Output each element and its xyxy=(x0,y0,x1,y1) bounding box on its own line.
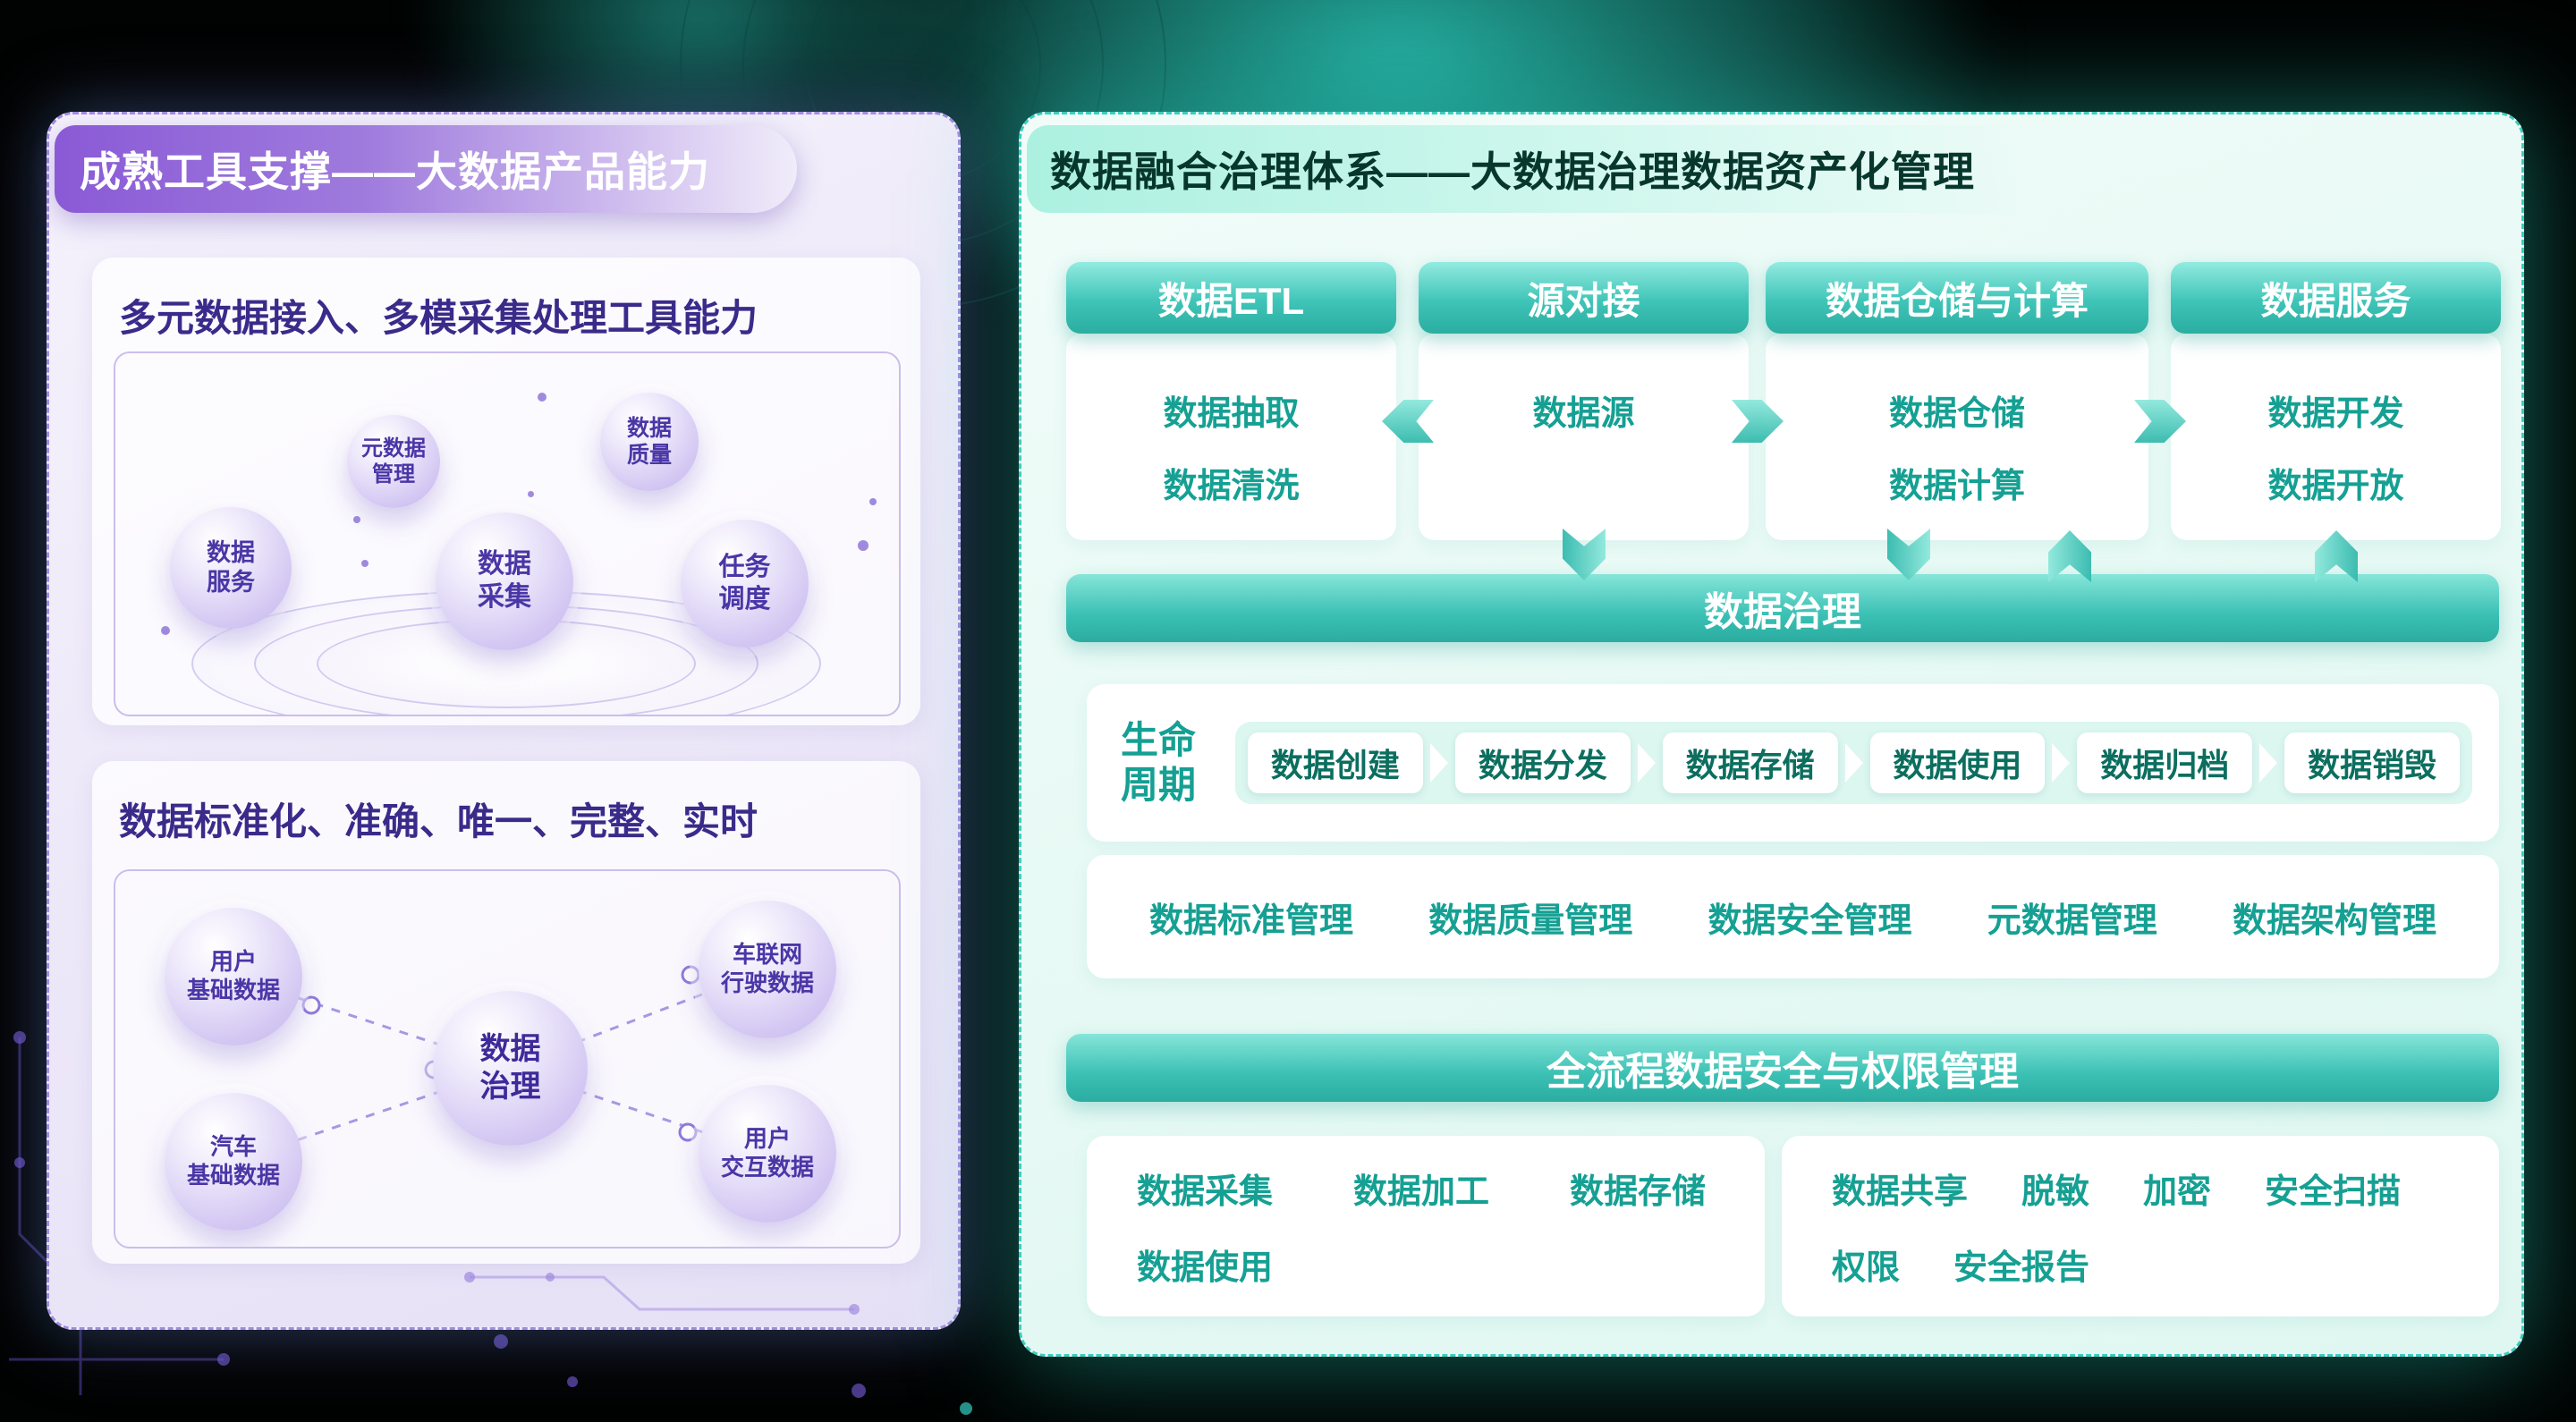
dot-decoration xyxy=(361,560,369,567)
right-panel-title: 数据融合治理体系——大数据治理数据资产化管理 xyxy=(1050,148,1975,195)
item-data-processing: 数据加工 xyxy=(1353,1173,1490,1211)
card-data-etl: 数据抽取 数据清洗 xyxy=(1066,334,1396,540)
security-permission-bar: 全流程数据安全与权限管理 xyxy=(1066,1034,2499,1102)
item-encryption: 加密 xyxy=(2143,1173,2212,1211)
chevron-right-icon xyxy=(1637,743,1656,783)
right-panel: 数据融合治理体系——大数据治理数据资产化管理 数据ETL 源对接 数据仓储与计算… xyxy=(1019,112,2524,1357)
card-source-connection: 数据源 xyxy=(1419,334,1749,540)
card-data-service: 数据开发 数据开放 xyxy=(2171,334,2501,540)
item-desensitization: 脱敏 xyxy=(2021,1173,2090,1211)
item-permissions: 权限 xyxy=(1832,1249,1901,1287)
bubble-data-governance-center: 数据 治理 xyxy=(433,991,588,1146)
lifecycle-card: 生命 周期 数据创建 数据分发 数据存储 数据使用 数据归档 数据销毁 xyxy=(1087,684,2499,842)
item-data-quality-management: 数据质量管理 xyxy=(1428,901,1633,940)
dot-decoration xyxy=(161,626,170,635)
item-data-storage: 数据存储 xyxy=(1570,1173,1707,1211)
item-metadata-management: 元数据管理 xyxy=(1987,901,2157,940)
step-data-creation: 数据创建 xyxy=(1248,732,1423,793)
item-data-compute: 数据计算 xyxy=(1888,468,2025,505)
governance-diagram-box: 用户 基础数据 车联网 行驶数据 汽车 基础数据 用户 交互数据 数据 治理 xyxy=(114,869,901,1248)
dot-decoration xyxy=(528,491,534,497)
chevron-right-icon xyxy=(2052,743,2071,783)
lifecycle-label: 生命 周期 xyxy=(1121,719,1197,806)
tools-section-card: 多元数据接入、多模采集处理工具能力 元数据 管理 数据 质量 数据 服务 数据 … xyxy=(92,258,920,725)
tools-section-title: 多元数据接入、多模采集处理工具能力 xyxy=(119,297,758,339)
step-data-distribution: 数据分发 xyxy=(1454,732,1631,793)
bottom-left-card: 数据采集 数据加工 数据存储 数据使用 xyxy=(1087,1136,1765,1316)
chevron-right-icon xyxy=(1429,743,1448,783)
connector-lines xyxy=(233,965,768,1164)
left-panel-title-badge: 成熟工具支撑——大数据产品能力 xyxy=(55,125,797,213)
bubble-vehicle-base-data: 汽车 基础数据 xyxy=(165,1093,302,1231)
left-panel: 成熟工具支撑——大数据产品能力 多元数据接入、多模采集处理工具能力 元数据 管理… xyxy=(47,112,961,1330)
bubble-metadata-management: 元数据 管理 xyxy=(347,415,440,508)
item-data-architecture-management: 数据架构管理 xyxy=(2232,901,2436,940)
bubble-user-base-data: 用户 基础数据 xyxy=(165,908,302,1045)
step-data-destruction: 数据销毁 xyxy=(2284,732,2460,793)
bottom-left-items: 数据采集 数据加工 数据存储 数据使用 xyxy=(1087,1136,1765,1316)
dot-decoration xyxy=(858,540,869,551)
item-data-source: 数据源 xyxy=(1532,395,1635,433)
bubble-task-scheduling: 任务 调度 xyxy=(681,520,809,648)
item-data-cleaning: 数据清洗 xyxy=(1163,468,1300,505)
bubble-data-quality: 数据 质量 xyxy=(600,393,699,491)
item-data-sharing: 数据共享 xyxy=(1832,1173,1969,1211)
bubble-data-collection: 数据 采集 xyxy=(436,512,573,650)
step-data-usage: 数据使用 xyxy=(1869,732,2046,793)
tools-diagram-box: 元数据 管理 数据 质量 数据 服务 数据 采集 任务 调度 xyxy=(114,351,901,716)
step-data-storage: 数据存储 xyxy=(1662,732,1838,793)
dot-decoration xyxy=(353,516,360,523)
item-data-extraction: 数据抽取 xyxy=(1163,395,1300,433)
step-data-archiving: 数据归档 xyxy=(2077,732,2253,793)
item-data-development: 数据开发 xyxy=(2267,395,2404,433)
dot-decoration xyxy=(869,498,877,505)
header-data-etl: 数据ETL xyxy=(1066,262,1396,334)
item-data-collection: 数据采集 xyxy=(1137,1173,1274,1211)
item-data-security-management: 数据安全管理 xyxy=(1707,901,1912,940)
header-data-service: 数据服务 xyxy=(2171,262,2501,334)
item-security-report: 安全报告 xyxy=(1953,1249,2090,1287)
bubble-data-service: 数据 服务 xyxy=(170,507,292,629)
bubble-iov-driving-data: 车联网 行驶数据 xyxy=(699,901,836,1038)
header-data-warehouse-compute: 数据仓储与计算 xyxy=(1766,262,2148,334)
chevron-right-icon xyxy=(2259,743,2278,783)
management-card: 数据标准管理 数据质量管理 数据安全管理 元数据管理 数据架构管理 xyxy=(1087,855,2499,978)
bottom-right-card: 数据共享 脱敏 加密 安全扫描 权限 安全报告 xyxy=(1782,1136,2499,1316)
standardization-section-card: 数据标准化、准确、唯一、完整、实时 用户 基础数据 车联网 行驶数据 汽车 基 xyxy=(92,761,920,1264)
dot-decoration xyxy=(538,393,547,402)
panel-circuit-decoration xyxy=(464,1272,860,1315)
left-panel-title: 成熟工具支撑——大数据产品能力 xyxy=(80,148,710,195)
item-security-scan: 安全扫描 xyxy=(2265,1173,2402,1211)
right-panel-title-badge: 数据融合治理体系——大数据治理数据资产化管理 xyxy=(1027,125,2038,213)
item-data-warehouse: 数据仓储 xyxy=(1888,395,2025,433)
lifecycle-steps: 数据创建 数据分发 数据存储 数据使用 数据归档 数据销毁 xyxy=(1235,722,2472,804)
item-data-opening: 数据开放 xyxy=(2267,468,2404,505)
header-source-connection: 源对接 xyxy=(1419,262,1749,334)
item-data-standard-management: 数据标准管理 xyxy=(1149,901,1354,940)
data-governance-bar: 数据治理 xyxy=(1066,574,2499,642)
card-data-warehouse-compute: 数据仓储 数据计算 xyxy=(1766,334,2148,540)
item-data-usage: 数据使用 xyxy=(1137,1249,1274,1287)
chevron-right-icon xyxy=(1844,743,1863,783)
bottom-right-items: 数据共享 脱敏 加密 安全扫描 权限 安全报告 xyxy=(1782,1136,2499,1316)
bubble-user-interaction-data: 用户 交互数据 xyxy=(699,1085,836,1223)
standardization-section-title: 数据标准化、准确、唯一、完整、实时 xyxy=(119,800,758,842)
